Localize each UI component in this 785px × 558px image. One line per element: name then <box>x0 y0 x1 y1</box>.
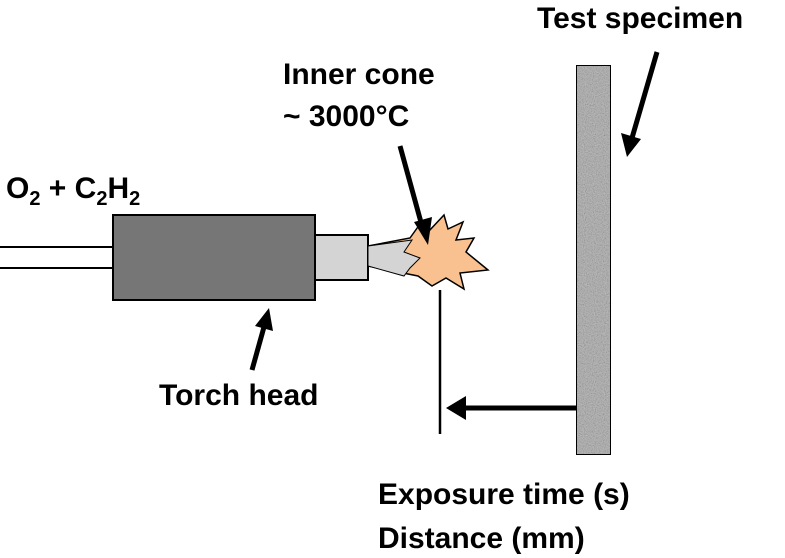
exposure-time-label: Exposure time (s) <box>378 478 630 511</box>
torch-body <box>112 214 316 301</box>
torch-head-label: Torch head <box>159 379 318 412</box>
gas-mixture-label: O2 + C2H2 <box>6 172 140 210</box>
inner-cone-arrow-head <box>414 217 432 245</box>
test-specimen-label: Test specimen <box>537 2 743 35</box>
flame-inner-cone <box>367 239 421 277</box>
distance-arrow-head <box>446 396 466 420</box>
inner-cone-arrow-shaft <box>397 145 425 227</box>
test-specimen <box>575 64 612 456</box>
torch-head-arrow-shaft <box>249 326 267 371</box>
inner-cone-temperature-label: ~ 3000°C <box>283 100 409 133</box>
torch-nozzle <box>314 234 369 281</box>
inner-cone-label: Inner cone <box>283 58 435 91</box>
distance-label: Distance (mm) <box>378 522 585 555</box>
specimen-arrow-shaft <box>629 51 660 139</box>
torch-head-arrow-head <box>255 308 273 331</box>
specimen-arrow-head <box>621 133 641 157</box>
